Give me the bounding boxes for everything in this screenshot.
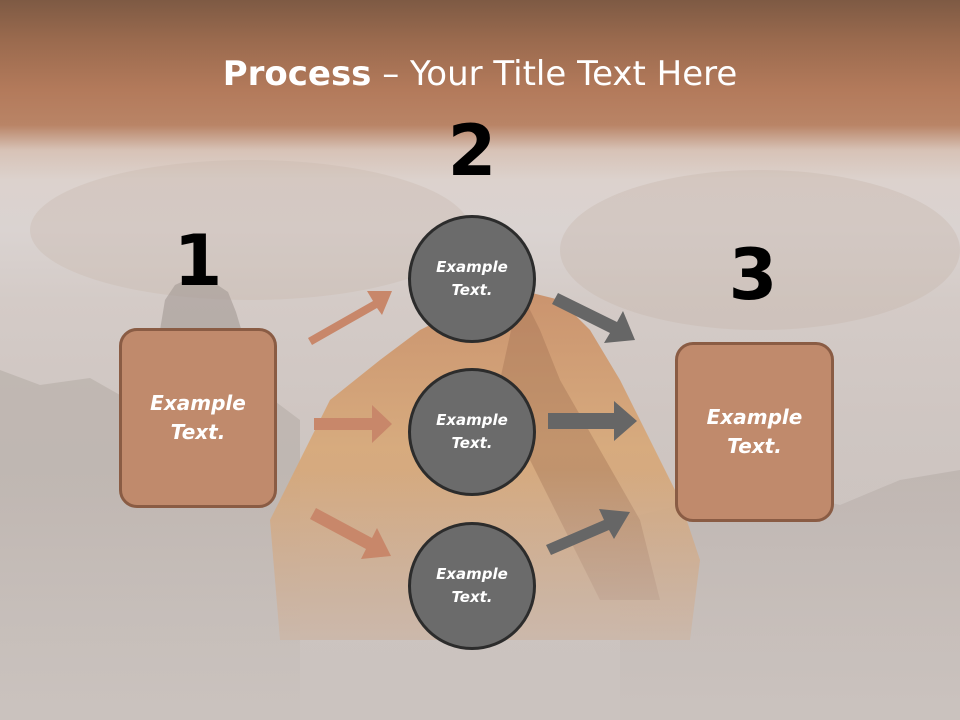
arrow-to-circle-3	[310, 508, 391, 559]
slide-title: Process – Your Title Text Here	[0, 52, 960, 96]
arrow-to-circle-1	[308, 291, 392, 345]
left-process-box[interactable]: Example Text.	[119, 328, 277, 508]
step-number-2: 2	[447, 110, 497, 192]
arrow-from-circle-3	[546, 509, 630, 555]
circle-3-line-1: Example	[436, 565, 508, 583]
title-strong: Process	[222, 54, 372, 94]
step-number-1: 1	[173, 220, 223, 302]
circle-3-line-2: Text.	[451, 588, 493, 606]
left-box-line-2: Text.	[170, 420, 226, 444]
process-circle-2[interactable]: Example Text.	[408, 368, 536, 496]
arrow-from-circle-1	[552, 293, 635, 343]
cloud-shape	[30, 160, 470, 300]
circle-1-line-1: Example	[436, 258, 508, 276]
circle-1-line-2: Text.	[451, 281, 493, 299]
process-circle-3[interactable]: Example Text.	[408, 522, 536, 650]
left-box-text: Example Text.	[138, 389, 258, 447]
title-rest: – Your Title Text Here	[371, 54, 738, 94]
rock-silhouette	[160, 278, 242, 332]
left-box-line-1: Example	[150, 391, 246, 415]
circle-2-line-1: Example	[436, 411, 508, 429]
right-box-text: Example Text.	[695, 403, 815, 461]
right-box-line-1: Example	[706, 405, 803, 429]
cloud-shape	[560, 170, 960, 330]
arrow-to-circle-2	[314, 405, 392, 443]
right-process-box[interactable]: Example Text.	[675, 342, 834, 522]
arrow-from-circle-2	[548, 401, 637, 441]
circle-2-line-2: Text.	[451, 434, 493, 452]
process-circle-1[interactable]: Example Text.	[408, 215, 536, 343]
step-number-3: 3	[728, 234, 778, 316]
right-box-line-2: Text.	[727, 434, 782, 458]
